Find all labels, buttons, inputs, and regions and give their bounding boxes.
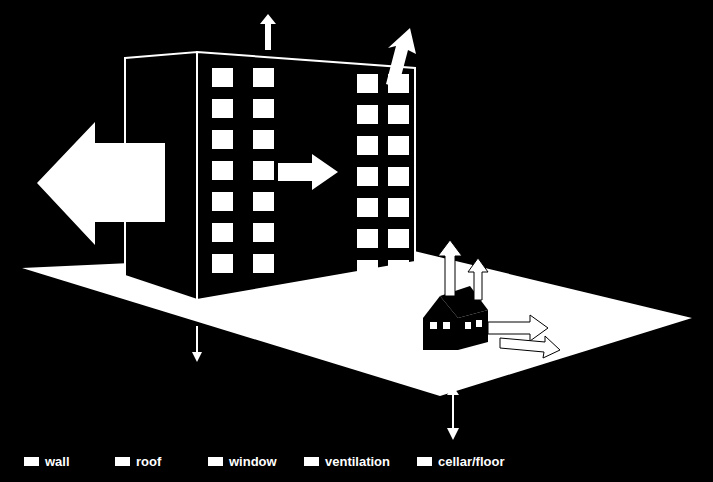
- window-pane: [253, 130, 274, 149]
- window-pane: [357, 74, 378, 93]
- cellar-arrow: [192, 326, 202, 362]
- window-pane: [357, 167, 378, 186]
- small-house: [423, 240, 560, 358]
- legend-text: wall: [45, 454, 70, 469]
- legend-text: window: [229, 454, 277, 469]
- window-pane: [388, 198, 409, 217]
- window-pane: [388, 105, 409, 124]
- legend-swatch: [417, 457, 432, 466]
- window-pane: [212, 99, 233, 118]
- window-pane: [357, 105, 378, 124]
- window-pane: [253, 223, 274, 242]
- window-pane: [212, 223, 233, 242]
- window-pane: [253, 99, 274, 118]
- window-pane: [212, 68, 233, 87]
- roof-arrow: [260, 14, 276, 50]
- legend-item: cellar/floor: [417, 454, 504, 469]
- building-front: [197, 52, 415, 300]
- legend-item: ventilation: [304, 454, 390, 469]
- window-pane: [357, 260, 378, 279]
- floor-arrow: [447, 386, 459, 440]
- ground-plane: [22, 250, 692, 396]
- window-arrow: [278, 154, 338, 190]
- window-pane: [388, 260, 409, 279]
- window-pane: [357, 198, 378, 217]
- legend-item: roof: [115, 454, 161, 469]
- legend-text: ventilation: [325, 454, 390, 469]
- legend-swatch: [208, 457, 223, 466]
- window-pane: [212, 130, 233, 149]
- window-pane: [357, 136, 378, 155]
- legend-item: wall: [24, 454, 70, 469]
- window-pane: [212, 161, 233, 180]
- window-pane: [388, 167, 409, 186]
- legend-swatch: [24, 457, 39, 466]
- window-pane: [253, 161, 274, 180]
- legend-swatch: [304, 457, 319, 466]
- windows: [212, 68, 409, 279]
- window-pane: [357, 229, 378, 248]
- window-pane: [388, 136, 409, 155]
- window-pane: [388, 229, 409, 248]
- legend-text: roof: [136, 454, 161, 469]
- legend-item: window: [208, 454, 277, 469]
- wall-arrow: [37, 122, 165, 245]
- window-pane: [253, 254, 274, 273]
- legend-text: cellar/floor: [438, 454, 504, 469]
- ventilation-arrow: [386, 28, 416, 88]
- window-pane: [212, 192, 233, 211]
- window-pane: [212, 254, 233, 273]
- window-pane: [253, 192, 274, 211]
- legend-swatch: [115, 457, 130, 466]
- window-pane: [253, 68, 274, 87]
